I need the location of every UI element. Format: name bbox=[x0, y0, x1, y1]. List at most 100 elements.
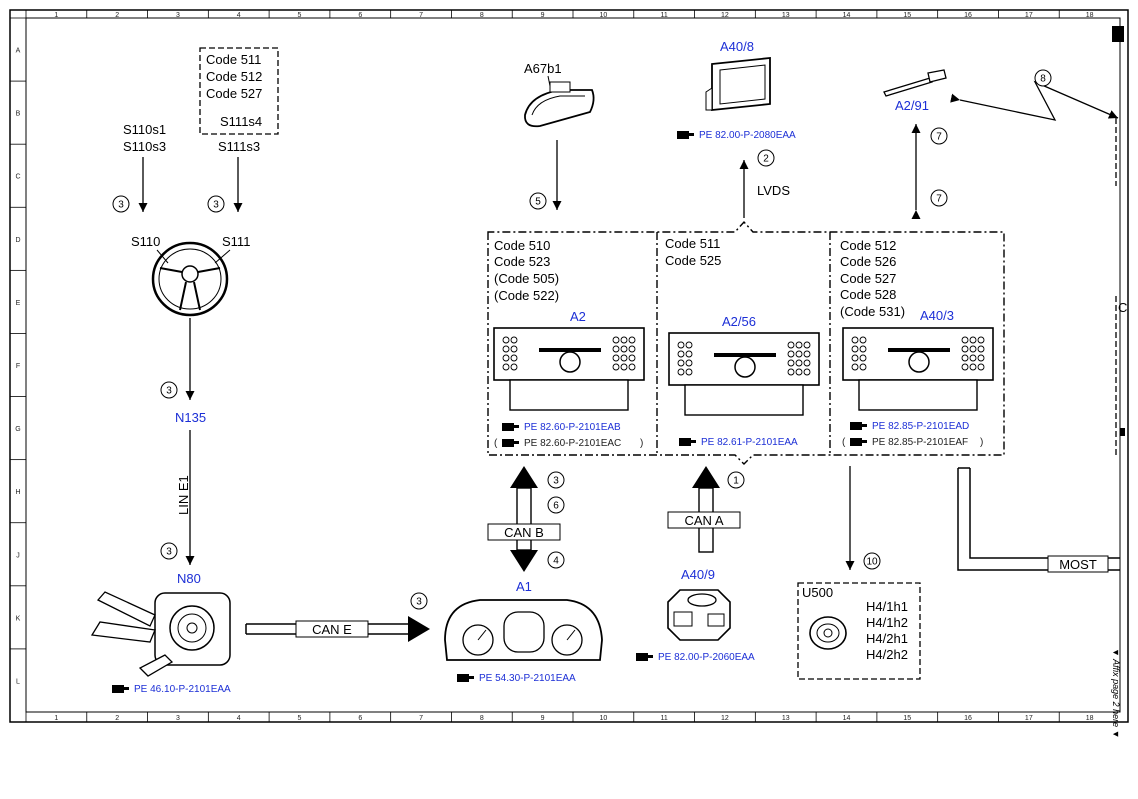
controller-knob-icon bbox=[667, 589, 731, 641]
circle-3: 3 bbox=[160, 381, 178, 399]
bus-most-label: MOST bbox=[1059, 557, 1097, 572]
circle-7: 7 bbox=[930, 189, 948, 207]
grid-col-label: 11 bbox=[661, 715, 668, 722]
circle-3: 3 bbox=[410, 592, 428, 610]
radio-unit-icon bbox=[842, 327, 994, 411]
grid-col-label: 13 bbox=[782, 715, 790, 722]
affix-note: ▼ Affix page 2 here ▼ bbox=[1111, 648, 1121, 739]
svg-text:5: 5 bbox=[535, 197, 541, 208]
grid-row-label: H bbox=[15, 489, 20, 496]
rearview-mirror-icon bbox=[524, 81, 595, 128]
svg-text:3: 3 bbox=[166, 547, 172, 558]
circle-3: 3 bbox=[207, 195, 225, 213]
ref-a2-1: PE 82.60-P-2101EAB bbox=[524, 422, 621, 433]
label-a40-8: A40/8 bbox=[720, 39, 754, 54]
grid-col-label: 10 bbox=[599, 715, 607, 722]
grid-col-label: 12 bbox=[721, 12, 729, 19]
u500-item: H4/1h2 bbox=[866, 615, 908, 630]
grid-col-label: 16 bbox=[964, 12, 972, 19]
circle-2: 2 bbox=[757, 149, 775, 167]
svg-text:7: 7 bbox=[936, 194, 942, 205]
svg-text:3: 3 bbox=[553, 476, 559, 487]
grid-col-label: 18 bbox=[1086, 12, 1094, 19]
svg-text:3: 3 bbox=[166, 386, 172, 397]
svg-text:1: 1 bbox=[733, 476, 739, 487]
paren-open: ( bbox=[494, 438, 498, 449]
grid-row-label: J bbox=[16, 552, 20, 559]
steering-column-module-icon bbox=[90, 591, 231, 677]
most-bus: MOST bbox=[957, 467, 1120, 573]
code-line: (Code 522) bbox=[494, 288, 559, 303]
paren-close: ) bbox=[980, 437, 983, 448]
circle-10: 10 bbox=[863, 552, 881, 570]
can-b-bus: CAN B bbox=[487, 466, 561, 572]
grid-row-label: K bbox=[16, 615, 21, 622]
code-line: Code 523 bbox=[494, 254, 550, 269]
ref-a2-56: PE 82.61-P-2101EAA bbox=[701, 437, 798, 448]
grid-col-label: 7 bbox=[419, 12, 423, 19]
circle-8: 8 bbox=[1034, 69, 1052, 87]
code-line: Code 511 bbox=[206, 52, 261, 67]
label-a2: A2 bbox=[570, 309, 586, 324]
label-s110s3: S110s3 bbox=[123, 139, 166, 154]
label-n135: N135 bbox=[175, 410, 206, 425]
antenna-icon bbox=[883, 69, 947, 97]
label-u500: U500 bbox=[802, 585, 833, 600]
grid-col-label: 5 bbox=[298, 715, 302, 722]
grid-col-label: 14 bbox=[843, 12, 851, 19]
ref-a40-3-2: PE 82.85-P-2101EAF bbox=[872, 437, 968, 448]
svg-text:10: 10 bbox=[866, 557, 878, 568]
grid-col-label: 17 bbox=[1025, 715, 1033, 722]
svg-text:3: 3 bbox=[118, 200, 124, 211]
code-line: (Code 505) bbox=[494, 271, 559, 286]
grid-col-label: 7 bbox=[419, 715, 423, 722]
grid-col-label: 4 bbox=[237, 12, 241, 19]
grid-col-label: 1 bbox=[54, 715, 58, 722]
grid-row-label: A bbox=[16, 48, 21, 55]
grid-row-label: D bbox=[15, 237, 20, 244]
grid-col-label: 2 bbox=[115, 715, 119, 722]
code-box-top: Code 511 Code 512 Code 527 S111s4 bbox=[199, 47, 279, 135]
code-line: Code 512 bbox=[206, 69, 262, 84]
label-s111: S111 bbox=[222, 234, 250, 249]
grid-row-label: C bbox=[15, 174, 20, 181]
svg-text:8: 8 bbox=[1040, 74, 1046, 85]
code-line: Code 528 bbox=[840, 287, 896, 302]
circle-4: 4 bbox=[547, 551, 565, 569]
grid-col-label: 4 bbox=[237, 715, 241, 722]
grid-col-label: 13 bbox=[782, 12, 790, 19]
svg-text:3: 3 bbox=[416, 597, 422, 608]
code-line: Code 526 bbox=[840, 254, 896, 269]
ref-a1: PE 54.30-P-2101EAA bbox=[479, 673, 576, 684]
grid-col-label: 2 bbox=[115, 12, 119, 19]
label-a67b1: A67b1 bbox=[524, 61, 562, 76]
grid-col-label: 10 bbox=[599, 12, 607, 19]
label-n80: N80 bbox=[177, 571, 201, 586]
radio-unit-icon bbox=[668, 332, 820, 416]
grid-col-label: 17 bbox=[1025, 12, 1033, 19]
svg-text:6: 6 bbox=[553, 501, 559, 512]
circle-7: 7 bbox=[930, 127, 948, 145]
bus-can-b-label: CAN B bbox=[504, 525, 544, 540]
grid-col-label: 15 bbox=[903, 715, 911, 722]
speaker-icon bbox=[809, 616, 847, 650]
circle-5: 5 bbox=[529, 192, 547, 210]
grid-row-label: G bbox=[15, 426, 20, 433]
instrument-cluster-icon bbox=[444, 599, 603, 661]
can-e-bus: CAN E bbox=[245, 616, 430, 642]
label-a2-91: A2/91 bbox=[895, 98, 929, 113]
grid-row-label: F bbox=[16, 363, 20, 370]
ref-a40-8: PE 82.00-P-2080EAA bbox=[699, 130, 796, 141]
ref-a40-9: PE 82.00-P-2060EAA bbox=[658, 652, 755, 663]
circle-1: 1 bbox=[727, 471, 745, 489]
grid-row-label: E bbox=[16, 300, 21, 307]
label-s111s3: S111s3 bbox=[218, 139, 260, 154]
paren-close: ) bbox=[640, 438, 643, 449]
ref-a2-2: PE 82.60-P-2101EAC bbox=[524, 438, 621, 449]
circle-3: 3 bbox=[160, 542, 178, 560]
grid-col-label: 9 bbox=[541, 715, 545, 722]
code-line: Code 511 bbox=[665, 236, 720, 251]
frame: 1122334455667788991010111112121313141415… bbox=[9, 9, 1129, 723]
bus-lin-e1: LIN E1 bbox=[176, 475, 191, 515]
